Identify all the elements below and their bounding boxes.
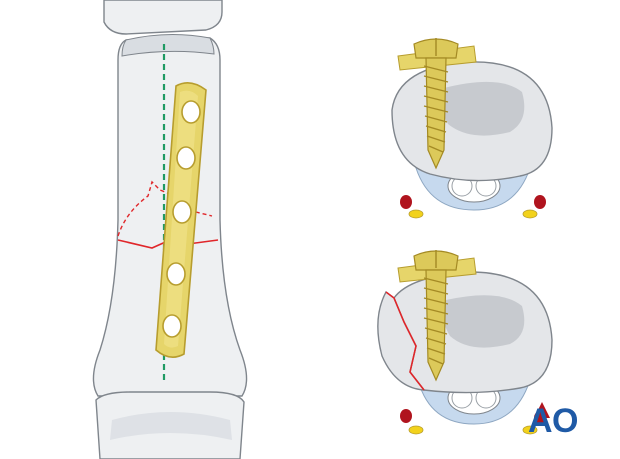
- medullary-canal: [440, 81, 525, 136]
- digital-artery: [408, 209, 424, 219]
- digital-nerve: [400, 195, 412, 209]
- ao-logo-accent-icon: [534, 402, 550, 418]
- plate-hole: [162, 314, 182, 338]
- lag-screw-bottom: [397, 250, 477, 382]
- digital-nerve: [400, 409, 412, 423]
- cross-section-bottom: [377, 250, 553, 435]
- plate-hole: [176, 146, 196, 170]
- digital-nerve: [534, 195, 546, 209]
- lag-screw-top: [397, 38, 477, 170]
- ao-logo-letter-o: O: [552, 402, 578, 440]
- medullary-canal: [442, 295, 525, 348]
- fracture-line-dashed: [117, 180, 213, 237]
- fracture-line-cross-section: [385, 291, 425, 391]
- proximal-articular-surface: [121, 33, 215, 57]
- phalanx-lateral-view: [92, 0, 248, 459]
- ao-logo: A O: [528, 402, 578, 440]
- plate-hole: [166, 262, 186, 286]
- digital-artery: [522, 209, 538, 219]
- plate-hole: [172, 200, 192, 224]
- cross-section-top: [391, 38, 553, 219]
- plate-hole: [181, 100, 201, 124]
- digital-artery: [522, 425, 538, 435]
- joint-space-shading: [110, 412, 232, 440]
- distal-phalanx-head: [103, 0, 223, 35]
- ao-logo-letter-a: A: [528, 402, 553, 440]
- digital-artery: [408, 425, 424, 435]
- bone-plate: [155, 82, 207, 358]
